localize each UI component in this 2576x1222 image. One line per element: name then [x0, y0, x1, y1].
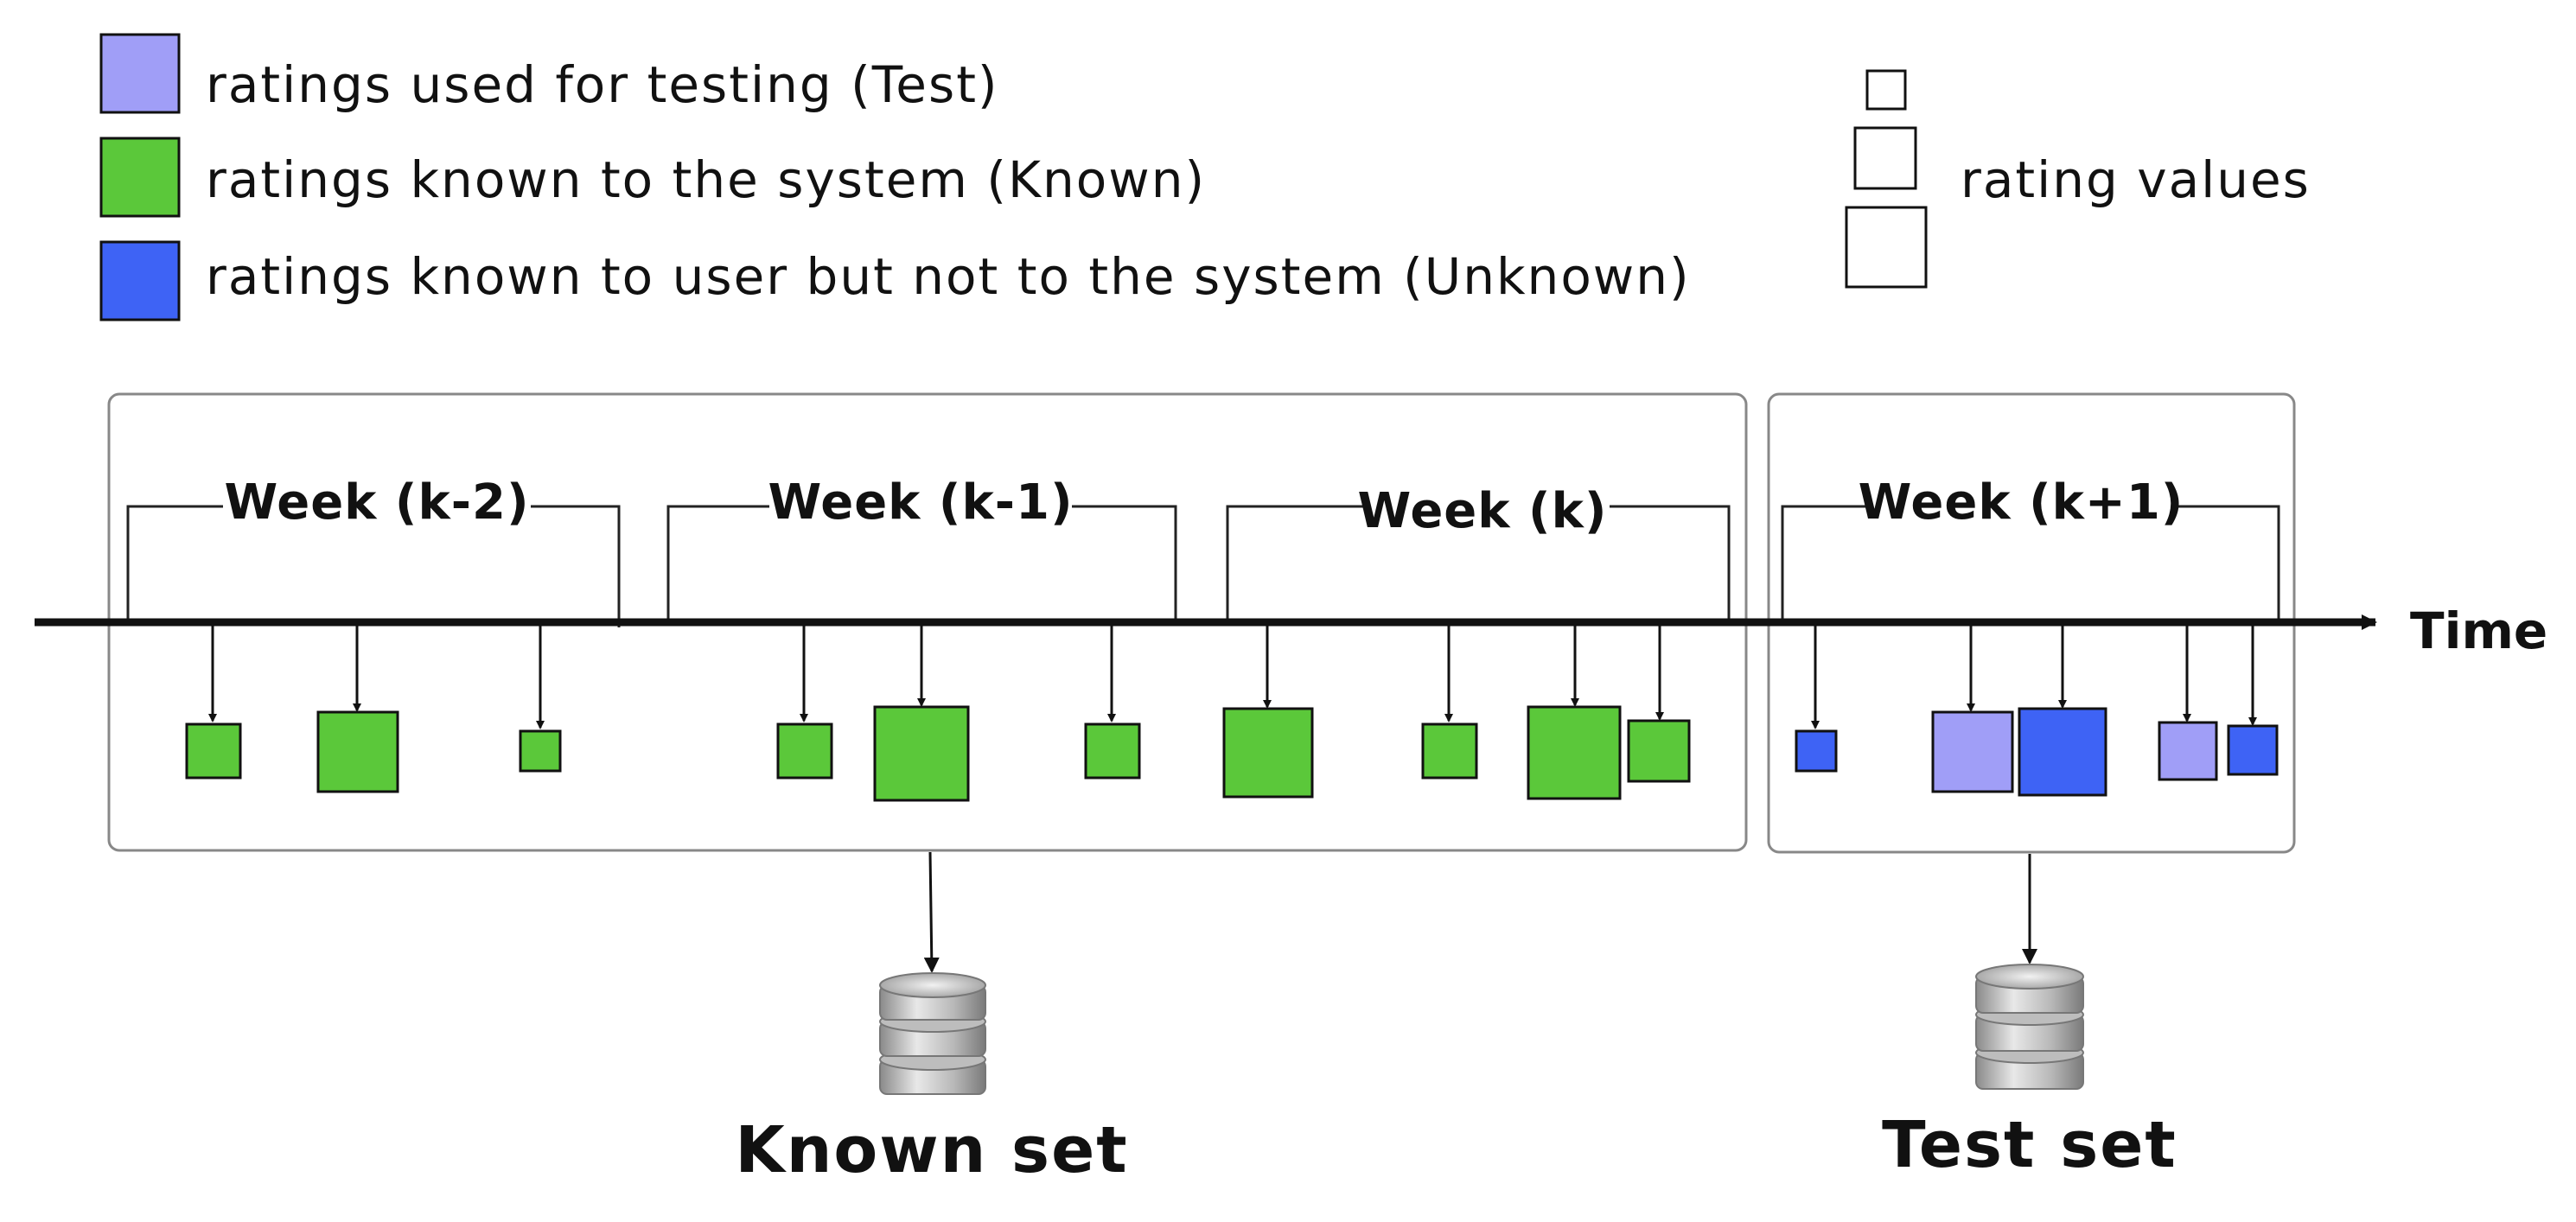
bracket-week-k-1-right — [1072, 505, 1177, 624]
known-set-database-icon — [879, 972, 986, 1095]
bracket-week-k-1-left — [666, 505, 769, 624]
legend-item-test: ratings used for testing (Test) — [99, 33, 999, 114]
test-set-database-icon — [1975, 964, 2084, 1090]
rating-known-10 — [1627, 719, 1691, 783]
week-label-k1: Week (k+1) — [1859, 474, 2184, 531]
rating-unknown-3 — [2227, 724, 2279, 776]
week-label-k: Week (k) — [1358, 483, 1608, 539]
rating-arrows — [208, 626, 2257, 729]
known-set-label: Known set — [735, 1113, 1128, 1187]
bracket-week-k-2-left — [126, 505, 223, 624]
legend-swatch-test — [99, 33, 181, 114]
rating-known-7 — [1222, 707, 1314, 799]
legend-item-known: ratings known to the system (Known) — [99, 137, 1206, 218]
rating-test-1 — [1931, 710, 2014, 793]
rating-test-2 — [2158, 721, 2218, 781]
rating-squares — [185, 705, 2279, 802]
arrow-to-known-set — [923, 851, 940, 973]
rating-known-1 — [185, 722, 242, 780]
legend: ratings used for testing (Test) ratings … — [99, 33, 2311, 321]
bracket-week-k1-left — [1781, 505, 1865, 624]
rating-unknown-2 — [2018, 707, 2107, 797]
week-label-k-1: Week (k-1) — [768, 474, 1073, 531]
rating-known-9 — [1527, 705, 1622, 800]
rating-known-6 — [1084, 722, 1141, 780]
rating-known-5 — [873, 705, 970, 802]
rating-known-2 — [316, 710, 399, 793]
bracket-week-k-2-right — [531, 505, 621, 627]
legend-label-test: ratings used for testing (Test) — [206, 55, 999, 114]
legend-item-unknown: ratings known to user but not to the sys… — [99, 240, 1691, 321]
week-brackets: Week (k-2) Week (k-1) Week (k) Week (k+1… — [126, 474, 2280, 627]
legend-swatch-unknown — [99, 240, 181, 321]
bracket-week-k1-right — [2177, 505, 2280, 624]
size-small-square — [1865, 69, 1907, 111]
week-label-k-2: Week (k-2) — [224, 474, 529, 531]
rating-size-legend: rating values — [1845, 69, 2311, 289]
rating-known-3 — [519, 729, 562, 773]
rating-values-label: rating values — [1961, 150, 2311, 209]
legend-label-known: ratings known to the system (Known) — [206, 150, 1206, 209]
bracket-week-k-right — [1610, 505, 1731, 624]
legend-label-unknown: ratings known to user but not to the sys… — [206, 247, 1691, 306]
size-large-square — [1845, 206, 1928, 289]
rating-known-4 — [776, 722, 833, 780]
size-medium-square — [1853, 126, 1917, 190]
legend-swatch-known — [99, 137, 181, 218]
rating-known-8 — [1421, 722, 1478, 780]
test-set-label: Test set — [1882, 1108, 2177, 1182]
bracket-week-k-left — [1226, 505, 1364, 624]
rating-unknown-1 — [1795, 729, 1838, 773]
time-axis-label: Time — [2410, 601, 2547, 660]
